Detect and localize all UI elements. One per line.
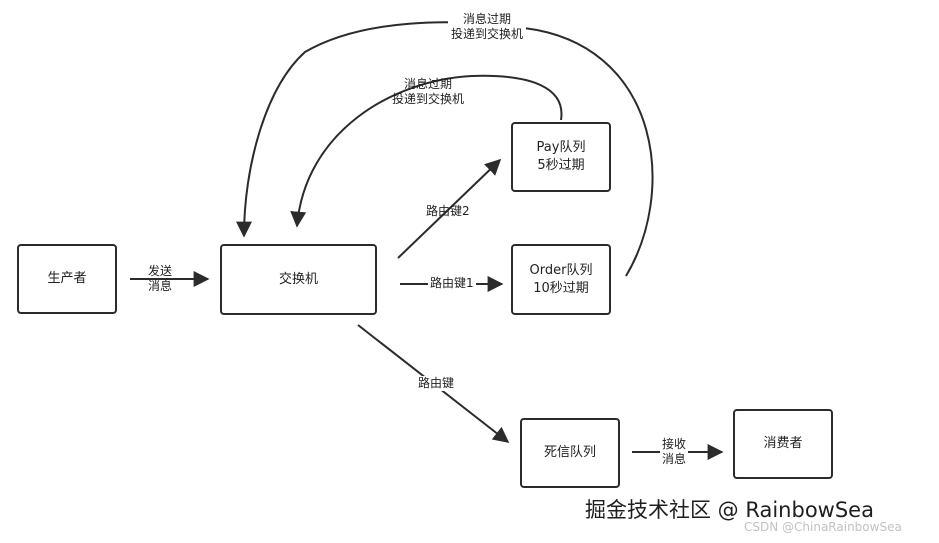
route-key-1-label: 路由键1 [428,276,476,291]
producer-node: 生产者 [17,244,117,314]
consumer-node: 消费者 [733,409,833,479]
receive-message-label: 接收 消息 [660,437,689,467]
arrow-pay-expiry-to-exchange [290,74,563,228]
pay-queue-ttl: 5秒过期 [537,158,585,173]
order-queue-name: Order队列 [529,262,593,278]
juejin-watermark: 掘金技术社区 @ RainbowSea [585,498,874,522]
receive-message-line1: 接收 [662,437,687,451]
dead-letter-queue-label: 死信队列 [543,445,596,460]
pay-expiry-label: 消息过期 投递到交换机 [392,77,464,107]
order-queue-ttl: 10秒过期 [533,280,589,296]
order-expiry-line1: 消息过期 [463,12,512,26]
exchange-label: 交换机 [278,271,318,287]
pay-expiry-line1: 消息过期 [404,77,453,91]
send-message-line1: 发送 [148,264,173,278]
arrow-order-expiry-to-exchange [236,21,654,277]
send-message-line2: 消息 [148,279,173,293]
pay-expiry-line2: 投递到交换机 [392,92,465,106]
route-key-2-label: 路由键2 [426,204,470,218]
pay-queue-node: Pay队列 5秒过期 [511,122,611,192]
dead-letter-queue-node: 死信队列 [520,418,620,488]
send-message-label: 发送 消息 [148,264,172,294]
receive-message-line2: 消息 [662,452,687,466]
pay-queue-name: Pay队列 [536,140,586,155]
order-expiry-label: 消息过期 投递到交换机 [448,12,527,42]
route-key-label: 路由键 [416,376,457,391]
producer-label: 生产者 [47,271,87,286]
consumer-label: 消费者 [763,436,803,451]
exchange-node: 交换机 [220,244,377,315]
order-queue-node: Order队列 10秒过期 [511,244,611,315]
order-expiry-line2: 投递到交换机 [451,27,524,41]
arrow-exchange-to-pay-queue [397,158,502,259]
csdn-watermark: CSDN @ChinaRainbowSea [744,520,902,534]
